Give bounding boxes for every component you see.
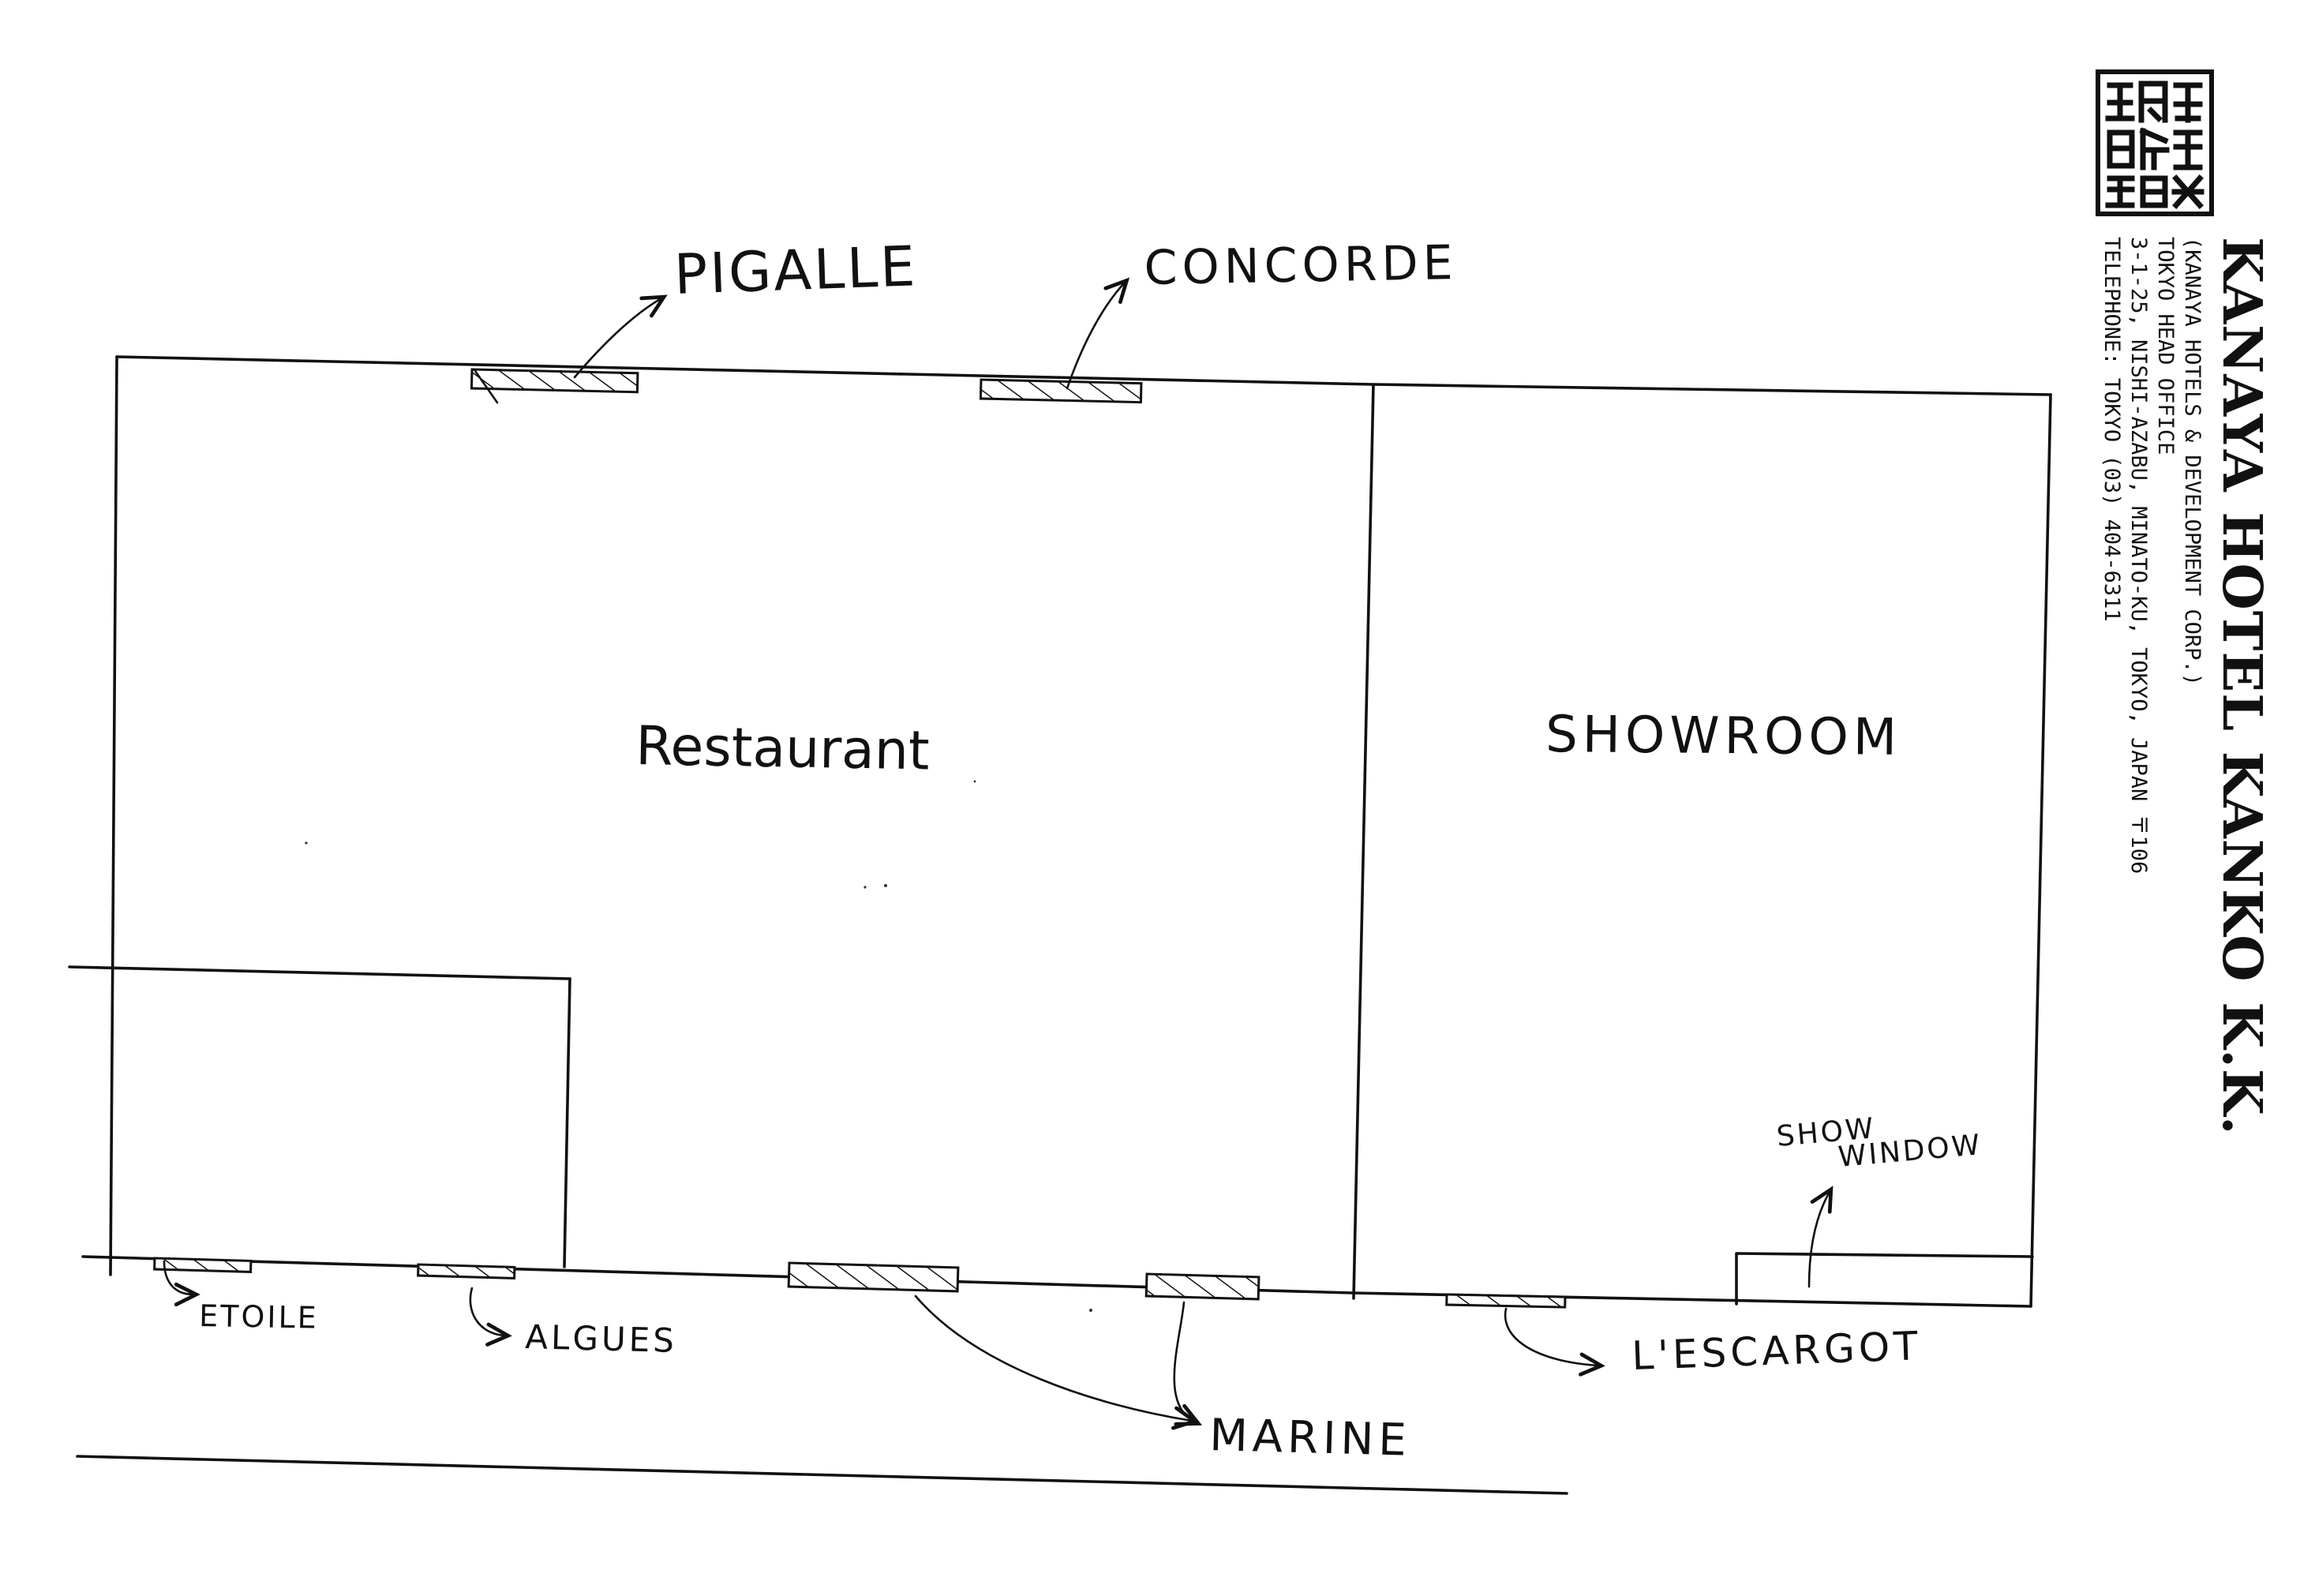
letterhead: KANAYA HOTEL KANKO K.K. (KANAYA HOTELS &…: [2005, 237, 2273, 1342]
concorde-label: CONCORDE: [1144, 235, 1458, 296]
inner-room-right: [563, 977, 571, 1268]
algues-label: ALGUES: [525, 1317, 678, 1360]
office-line: TOKYO HEAD OFFICE: [2153, 237, 2178, 455]
algues-opening-hatch: [418, 1264, 515, 1279]
etoile-opening-hatch: [154, 1258, 251, 1272]
restaurant-label: Restaurant: [635, 715, 931, 782]
telephone-line: TELEPHONE: TOKYO (03) 404-6311: [2100, 237, 2124, 622]
marine-opening-right-hatch: [1146, 1273, 1259, 1299]
concorde-arrow: [1066, 277, 1130, 390]
leader-arrows: [163, 277, 1834, 1430]
inner-room-top: [68, 965, 571, 980]
showroom-label: SHOWROOM: [1545, 706, 1901, 767]
company-seal-icon: [2096, 69, 2214, 216]
pigalle-arrow: [573, 294, 668, 379]
openings: [153, 368, 2034, 1309]
show-window-box: [1735, 1252, 2034, 1306]
pigalle-label: PIGALLE: [673, 234, 919, 307]
marine-opening-left-hatch: [789, 1263, 958, 1291]
right-wall: [2029, 393, 2052, 1308]
algues-arrow: [469, 1287, 512, 1347]
speck: [863, 886, 867, 889]
speck: [305, 841, 308, 845]
opening-labels: PIGALLE CONCORDE ETOILE ALGUES MARINE L'…: [199, 234, 1983, 1466]
etoile-label: ETOILE: [199, 1298, 319, 1336]
speck: [884, 884, 887, 887]
etoile-arrow: [163, 1260, 200, 1307]
pigalle-opening-hatch: [471, 369, 638, 392]
show-window-arrow: [1807, 1186, 1834, 1288]
lescargot-arrow: [1504, 1307, 1605, 1377]
pigalle-tick: [474, 369, 499, 404]
bottom-wall: [81, 1255, 2032, 1308]
marine-arrow-left: [914, 1294, 1199, 1430]
marine-arrow-right: [1173, 1301, 1203, 1426]
street-line: [76, 1455, 1568, 1495]
speck: [1089, 1309, 1092, 1312]
lescargot-opening-hatch: [1446, 1294, 1565, 1308]
marine-label: MARINE: [1209, 1410, 1412, 1467]
paper-specks: [305, 780, 1092, 1312]
address-line: 3-1-25, NISHI-AZABU, MINATO-KU, TOKYO, J…: [2126, 237, 2151, 875]
company-name: KANAYA HOTEL KANKO K.K.: [2210, 237, 2273, 1136]
lescargot-label: L'ESCARGOT: [1631, 1323, 1922, 1379]
building-walls: [68, 355, 2052, 1495]
company-subtitle: (KANAYA HOTELS & DEVELOPMENT CORP.): [2180, 237, 2204, 686]
left-wall: [109, 355, 118, 1276]
company-details: (KANAYA HOTELS & DEVELOPMENT CORP.) TOKY…: [2098, 237, 2205, 1342]
partition-wall: [1352, 383, 1375, 1300]
speck: [973, 780, 976, 783]
concorde-opening-hatch: [980, 380, 1141, 403]
